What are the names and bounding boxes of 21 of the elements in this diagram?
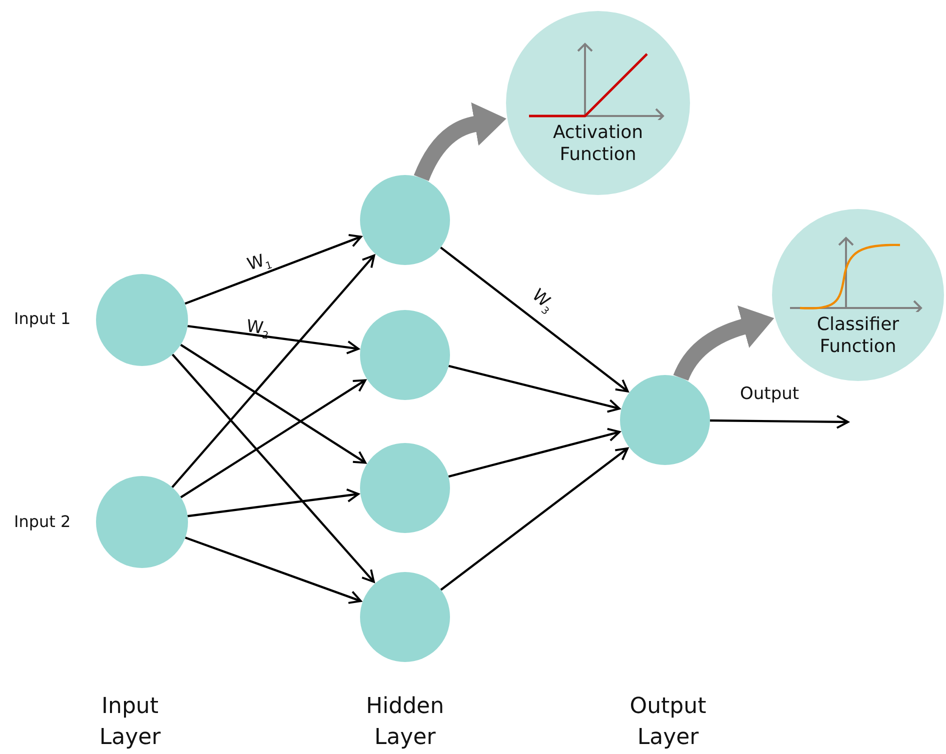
layer-label: Hidden Layer [364, 693, 446, 752]
arrow [171, 254, 376, 488]
arrow [187, 324, 360, 354]
input-label: Input 2 [14, 512, 71, 531]
arrow [180, 379, 366, 498]
arrow [448, 364, 620, 413]
arrow [440, 246, 629, 392]
arrow [180, 344, 366, 464]
node-label: Classifier Function [816, 314, 900, 358]
arrow [184, 234, 362, 305]
arrow [710, 414, 849, 429]
input-label: Input 1 [14, 309, 71, 328]
arrow [440, 447, 629, 591]
weight-label: W$_{2}$ [244, 318, 270, 342]
arrow [172, 354, 375, 583]
layer-label: Output Layer [628, 693, 708, 752]
layer-label: Input Layer [98, 693, 162, 752]
arrow [187, 488, 360, 518]
arrow [184, 536, 362, 604]
node-label: Activation Function [552, 122, 644, 166]
output-label: Output [740, 386, 800, 403]
